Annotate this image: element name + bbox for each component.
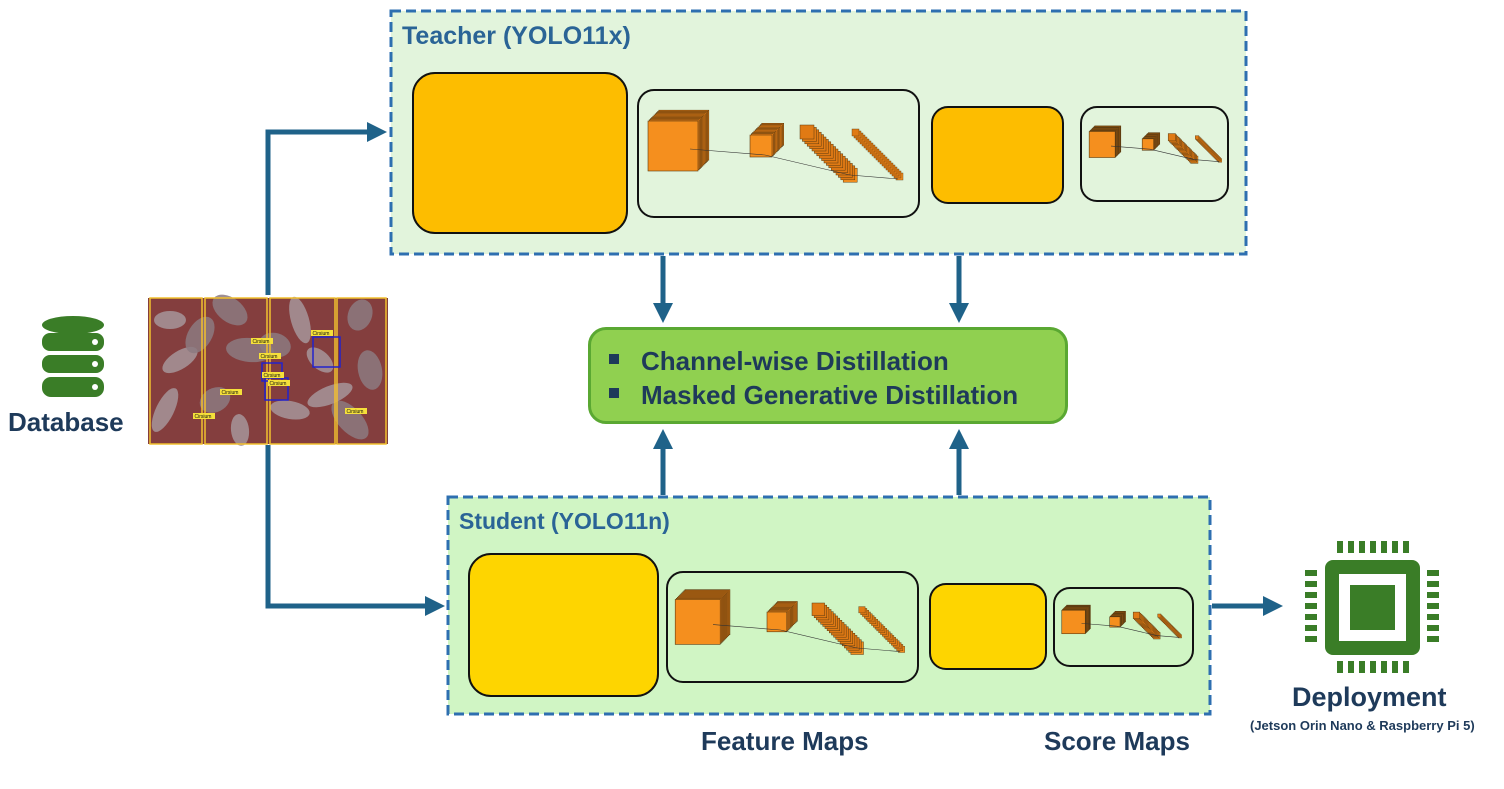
distill-item-label: Masked Generative Distillation: [641, 380, 1019, 410]
box-label-text: Cirsium: [261, 354, 278, 360]
teacher-score-map-layers: [1088, 125, 1222, 164]
box-label-text: Cirsium: [253, 339, 270, 345]
score-maps-caption: Score Maps: [1044, 726, 1190, 756]
teacher-feature-map-layers: [647, 109, 904, 183]
student-title: Student (YOLO11n): [459, 508, 670, 534]
feature-maps-caption: Feature Maps: [701, 726, 869, 756]
box-label-tag: Cirsium: [251, 338, 273, 345]
student-backbone-block: [468, 553, 659, 697]
box-label-tag: Cirsium: [259, 353, 281, 360]
box-label-text: Cirsium: [347, 409, 364, 415]
student-head-block: [929, 583, 1047, 670]
box-label-text: Cirsium: [313, 331, 330, 337]
arrow-image-to-student: [265, 445, 445, 616]
database-label: Database: [8, 407, 124, 437]
box-label-text: Cirsium: [270, 381, 287, 387]
box-label-tag: Cirsium: [268, 380, 290, 387]
box-label-tag: Cirsium: [220, 389, 242, 396]
teacher-head-block: [931, 106, 1064, 204]
box-label-tag: Cirsium: [262, 372, 284, 379]
deployment-label: Deployment: [1292, 682, 1447, 712]
sample-field-image: CirsiumCirsiumCirsiumCirsiumCirsiumCirsi…: [148, 294, 388, 446]
distillation-box: Channel-wise Distillation Masked Generat…: [588, 327, 1068, 424]
box-label-text: Cirsium: [195, 414, 212, 420]
distill-item-label: Channel-wise Distillation: [641, 346, 949, 376]
student-score-map-layers: [1061, 604, 1182, 640]
distill-item-mgd: Masked Generative Distillation: [609, 378, 1065, 412]
box-label-tag: Cirsium: [345, 408, 367, 415]
arrow-image-to-teacher: [265, 122, 387, 295]
deployment-sublabel: (Jetson Orin Nano & Raspberry Pi 5): [1250, 718, 1475, 733]
distill-item-cwd: Channel-wise Distillation: [609, 344, 1065, 378]
chip-icon: [1305, 541, 1439, 673]
box-label-tag: Cirsium: [311, 330, 333, 337]
box-label-text: Cirsium: [264, 373, 281, 379]
box-label-tag: Cirsium: [193, 413, 215, 420]
student-feature-map-layers: [674, 589, 905, 655]
box-label-text: Cirsium: [222, 390, 239, 396]
database-icon: [42, 316, 104, 397]
teacher-backbone-block: [412, 72, 628, 234]
teacher-title: Teacher (YOLO11x): [402, 22, 631, 50]
